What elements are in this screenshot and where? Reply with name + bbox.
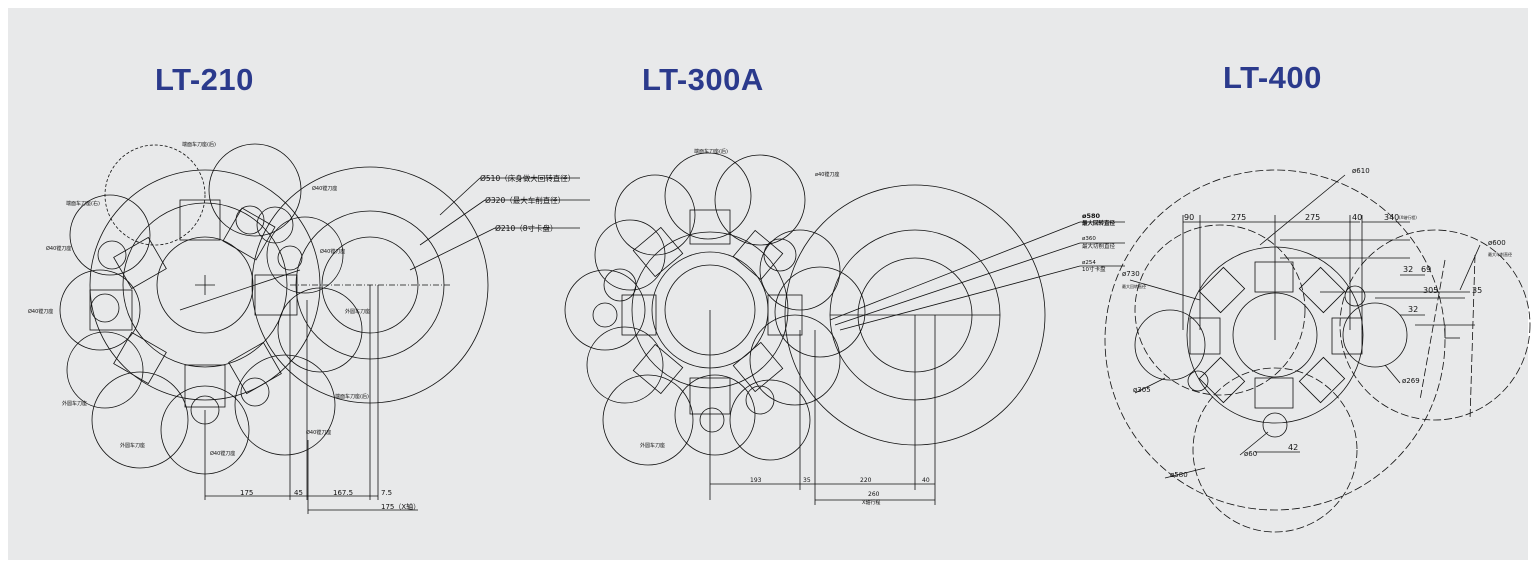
lt300a-dim-260-note: X轴行程 (862, 499, 880, 506)
lt300a-label-chuck-note: 10寸卡盘 (1082, 265, 1106, 273)
lt300a-label-maxturn-note: 最大切削直径 (1082, 242, 1116, 250)
lt300a-dim-220: 220 (860, 477, 872, 484)
lt400-dim-32b: 32 (1408, 305, 1418, 314)
lt300a-label-od: 外圆车刀座 (640, 442, 665, 449)
lt400-dim-40: 40 (1352, 213, 1362, 222)
lt210-label-bore-6: Ø40镗刀座 (210, 450, 235, 457)
lt210-label-d210: Ø210（8寸卡盘） (495, 223, 558, 233)
lt210-label-od-3: 外圆车刀座 (345, 308, 370, 315)
lt300a-drawing: 端面车刀座(后) ø40镗刀座 外圆车刀座 ø580 最大回转直径 ø360 最… (564, 148, 1125, 506)
lt400-dim-42: 42 (1288, 443, 1298, 452)
lt300a-label-chuck: ø254 (1082, 260, 1096, 266)
lt210-label-bore-1: Ø40镗刀座 (312, 185, 337, 192)
lt400-dim-35: 35 (1472, 286, 1482, 295)
lt210-label-bore-3: Ø40镗刀座 (28, 308, 53, 315)
lt210-label-d320: Ø320（最大车削直径） (485, 195, 565, 205)
lt400-dim-275a: 275 (1231, 213, 1246, 222)
lt400-drawing: ø610 ø730 最大回转直径 ø600 最大车削直径 ø305 ø269 ø… (1104, 167, 1531, 533)
lt210-label-face-right: 端面车刀座(后) (335, 393, 369, 400)
lt400-label-d600-note: 最大车削直径 (1488, 251, 1512, 257)
lt210-label-bore-2: Ø40镗刀座 (46, 245, 71, 252)
lt210-label-d510: Ø510（床身做大回转直径） (480, 173, 575, 183)
lt400-dim-340-note: (X轴行程) (1399, 214, 1417, 220)
lt300a-dim-260: 260 (868, 491, 880, 498)
lt210-dim-45: 45 (294, 489, 303, 497)
lt400-label-d610: ø610 (1352, 167, 1370, 175)
lt400-dim-340: 340 (1384, 213, 1399, 222)
lt400-dim-90: 90 (1184, 213, 1194, 222)
lt400-dim-32a: 32 (1403, 265, 1413, 274)
lt300a-label-maxturn: ø360 (1082, 236, 1096, 242)
lt210-dim-175: 175 (240, 489, 253, 497)
lt300a-label-bore: ø40镗刀座 (815, 171, 839, 178)
lt300a-label-swing: ø580 (1082, 212, 1101, 220)
lt400-dim-69: 69 (1421, 265, 1431, 274)
lt210-dim-167-5: 167.5 (333, 489, 353, 497)
lt400-label-d730-note: 最大回转直径 (1122, 283, 1146, 289)
lt300a-label-face: 端面车刀座(后) (694, 148, 728, 155)
lt210-dim-7-5: 7.5 (381, 489, 392, 497)
lt400-label-d269: ø269 (1402, 377, 1420, 385)
lt210-label-bore-4: Ø40镗刀座 (320, 248, 345, 255)
model-title-lt300a: LT-300A (642, 62, 764, 97)
model-title-lt210: LT-210 (155, 62, 254, 97)
lt400-label-d60: ø60 (1244, 450, 1257, 458)
lt400-label-d305: ø305 (1133, 386, 1151, 394)
lt300a-dim-40: 40 (922, 477, 930, 484)
lt300a-dim-35: 35 (803, 477, 811, 484)
lt210-label-face-left: 端面车刀座(右) (66, 200, 100, 207)
lt400-dim-305: 305 (1423, 286, 1438, 295)
lt400-dim-275b: 275 (1305, 213, 1320, 222)
lt400-label-d600: ø600 (1488, 239, 1506, 247)
lt210-drawing: 端面车刀座(后) 端面车刀座(右) Ø40镗刀座 Ø40镗刀座 Ø40镗刀座 Ø… (28, 141, 590, 514)
lt300a-dim-193: 193 (750, 477, 762, 484)
lt400-label-d730: ø730 (1122, 270, 1140, 278)
lt300a-label-swing-note: 最大回转直径 (1082, 219, 1116, 227)
lt400-label-d580: ø580 (1170, 471, 1188, 479)
lt210-label-od-1: 外圆车刀座 (62, 400, 87, 407)
lt210-label-bore-5: Ø40镗刀座 (306, 429, 331, 436)
lt210-label-face-top: 端面车刀座(后) (182, 141, 216, 148)
lt210-label-od-2: 外圆车刀座 (120, 442, 145, 449)
model-title-lt400: LT-400 (1223, 60, 1322, 95)
lt210-dim-175x: 175（X轴） (381, 502, 420, 511)
